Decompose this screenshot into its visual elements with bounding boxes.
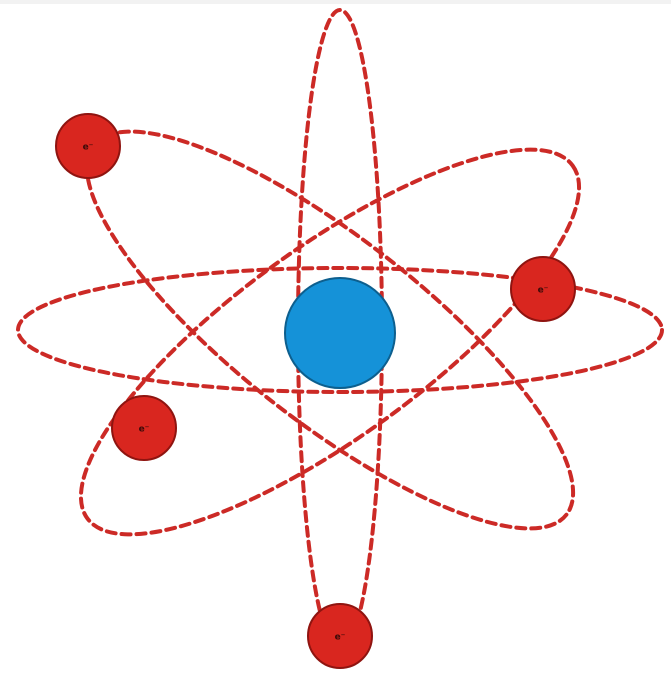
electron-label: e⁻ [139, 425, 150, 435]
electron-left: e⁻ [112, 396, 176, 460]
electron-label: e⁻ [83, 143, 94, 153]
electron-bottom: e⁻ [308, 604, 372, 668]
electron-label: e⁻ [335, 633, 346, 643]
nucleus [285, 278, 395, 388]
electron-right: e⁻ [511, 257, 575, 321]
electron-label: e⁻ [538, 286, 549, 296]
top-edge-fragment [0, 0, 671, 4]
electron-top-left: e⁻ [56, 114, 120, 178]
